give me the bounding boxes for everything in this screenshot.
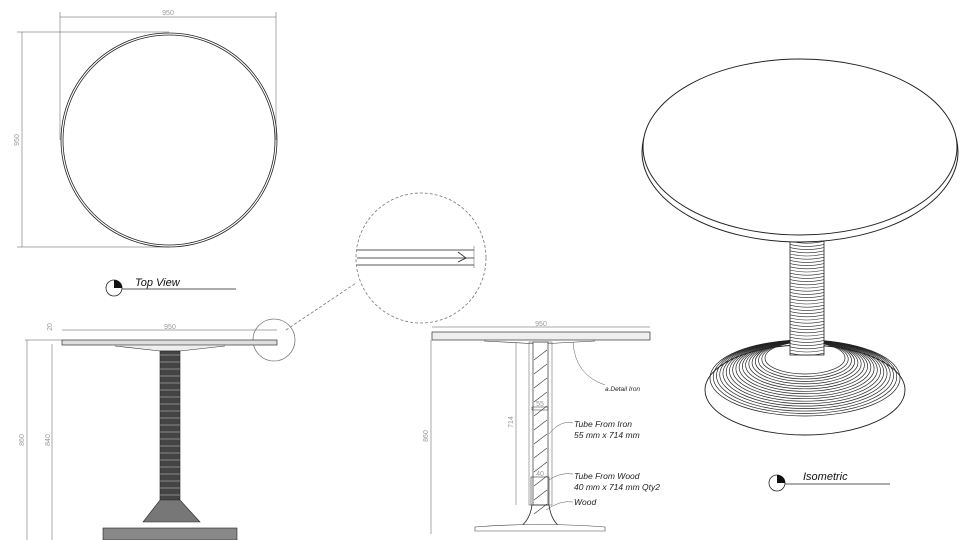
top-view: 950 950 Top View [14, 10, 278, 297]
top-width-dim: 950 [162, 10, 174, 17]
wood-callout: Wood [574, 497, 596, 507]
side-width-dim: 950 [164, 324, 176, 331]
section-view: 950 860 714 55 40 a.Detail Iron Tube Fro… [423, 321, 660, 534]
section-height-dim: 860 [423, 430, 430, 442]
top-thickness-dim: 20 [47, 323, 54, 331]
detail-iron-callout: a.Detail Iron [605, 386, 640, 393]
leg-height-dim: 840 [45, 434, 52, 446]
wood-dia-dim: 40 [536, 471, 544, 478]
total-height-dim: 860 [19, 434, 26, 446]
isometric-title: Isometric [803, 471, 848, 483]
iron-tube-size: 55 mm x 714 mm [574, 430, 640, 440]
detail-callout [252, 192, 487, 362]
tube-height-dim: 714 [508, 416, 515, 428]
iron-dia-dim: 55 [536, 401, 544, 408]
top-view-title: Top View [135, 277, 181, 289]
wood-tube-callout: Tube From Wood [574, 471, 640, 481]
isometric-view: Isometric [641, 58, 959, 492]
side-view: 950 20 860 840 [19, 323, 278, 540]
wood-tube-size: 40 mm x 714 mm Qty2 [574, 482, 660, 492]
top-depth-dim: 950 [14, 134, 21, 146]
section-view-marker-icon [105, 279, 123, 297]
section-width-dim: 950 [535, 321, 547, 328]
section-view-marker-icon [768, 474, 786, 492]
iron-tube-callout: Tube From Iron [574, 419, 632, 429]
